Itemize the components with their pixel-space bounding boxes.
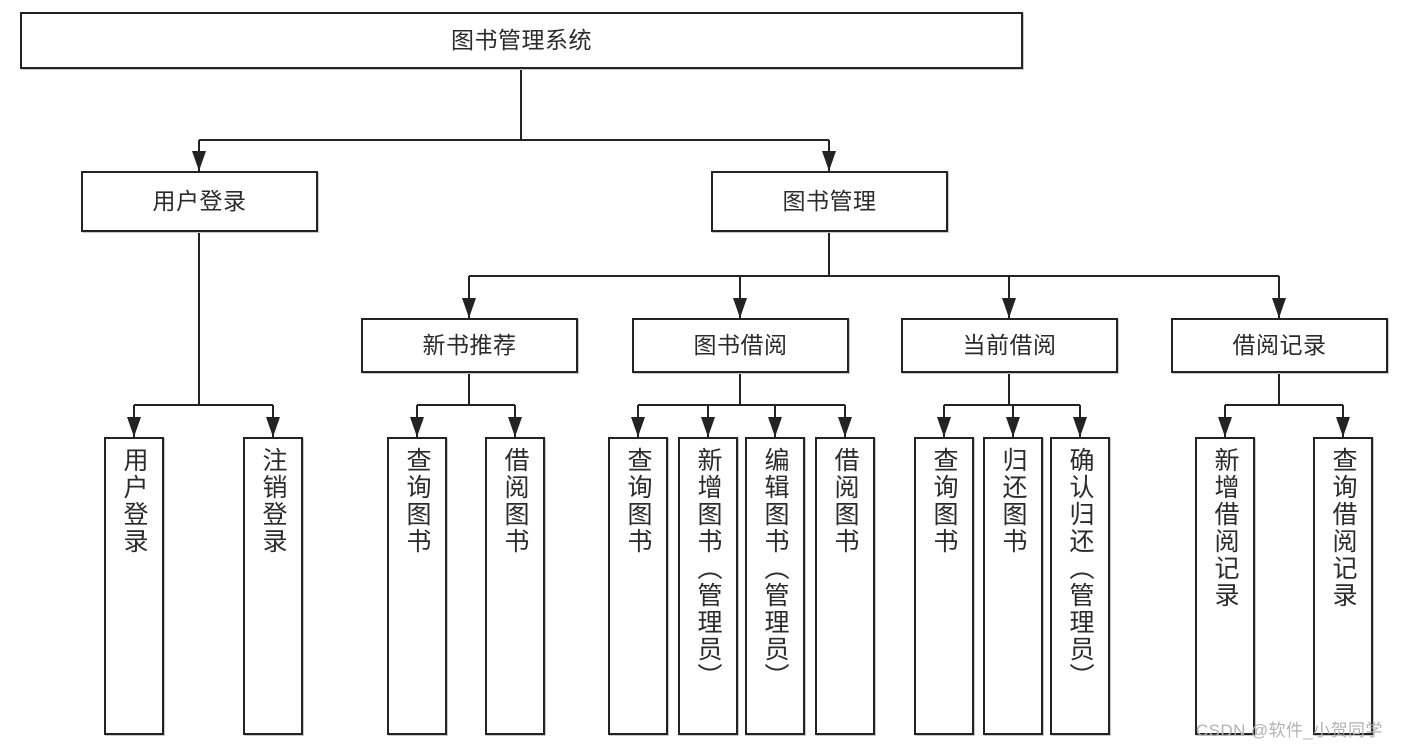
node-label: 当前借阅	[962, 331, 1057, 358]
node-borrow-records[interactable]: 借阅记录	[1171, 318, 1388, 373]
node-label: 注销登录	[259, 447, 287, 555]
arrowhead-bookborrow-to-leaves-3	[838, 417, 852, 437]
arrowhead-bookmgmt-to-level3-3	[1272, 298, 1286, 318]
node-leaf-user-login[interactable]: 用户登录	[104, 437, 164, 735]
arrowhead-userlogin-to-leaves-0	[127, 417, 141, 437]
node-label: 查询图书	[930, 447, 958, 555]
arrowhead-bookborrow-to-leaves-1	[701, 417, 715, 437]
node-label: 借阅图书	[831, 447, 859, 555]
arrowhead-currentborrow-to-leaves-1	[1006, 417, 1020, 437]
node-leaf-query-book-rec[interactable]: 查询图书	[387, 437, 447, 735]
node-label: 归还图书	[999, 447, 1027, 555]
node-leaf-query-book-current[interactable]: 查询图书	[914, 437, 974, 735]
node-leaf-borrow-book[interactable]: 借阅图书	[815, 437, 875, 735]
node-leaf-add-record[interactable]: 新增借阅记录	[1195, 437, 1255, 735]
arrowhead-currentborrow-to-leaves-0	[937, 417, 951, 437]
arrowhead-currentborrow-to-leaves-2	[1073, 417, 1087, 437]
arrowhead-bookborrow-to-leaves-2	[768, 417, 782, 437]
node-leaf-return-book[interactable]: 归还图书	[983, 437, 1043, 735]
node-current-borrow[interactable]: 当前借阅	[901, 318, 1118, 373]
node-book-management[interactable]: 图书管理	[711, 171, 948, 232]
arrowhead-newbook-to-leaves-1	[508, 417, 522, 437]
node-label: 图书管理	[782, 187, 877, 214]
node-label: 确认归还（管理员）	[1066, 447, 1094, 690]
arrowhead-bookmgmt-to-level3-1	[733, 298, 747, 318]
node-book-borrow[interactable]: 图书借阅	[632, 318, 849, 373]
node-root[interactable]: 图书管理系统	[20, 12, 1023, 69]
node-new-book-recommend[interactable]: 新书推荐	[361, 318, 578, 373]
node-label: 用户登录	[152, 187, 247, 214]
node-label: 用户登录	[120, 447, 148, 555]
arrowhead-bookmgmt-to-level3-2	[1002, 298, 1016, 318]
node-label: 编辑图书（管理员）	[761, 447, 789, 690]
node-leaf-confirm-return[interactable]: 确认归还（管理员）	[1050, 437, 1110, 735]
node-label: 查询图书	[624, 447, 652, 555]
node-leaf-add-book[interactable]: 新增图书（管理员）	[678, 437, 738, 735]
arrowhead-root-to-level2-0	[192, 151, 206, 171]
node-label: 借阅图书	[501, 447, 529, 555]
node-label: 新增借阅记录	[1211, 447, 1239, 609]
arrowhead-newbook-to-leaves-0	[410, 417, 424, 437]
arrowhead-root-to-level2-1	[822, 151, 836, 171]
arrowhead-records-to-leaves-1	[1336, 417, 1350, 437]
arrowhead-bookmgmt-to-level3-0	[462, 298, 476, 318]
node-leaf-logout[interactable]: 注销登录	[243, 437, 303, 735]
node-label: 图书管理系统	[451, 26, 592, 53]
arrowhead-bookborrow-to-leaves-0	[631, 417, 645, 437]
node-leaf-query-book-borrow[interactable]: 查询图书	[608, 437, 668, 735]
node-leaf-query-record[interactable]: 查询借阅记录	[1313, 437, 1373, 735]
node-user-login[interactable]: 用户登录	[81, 171, 318, 232]
node-label: 借阅记录	[1232, 331, 1327, 358]
node-label: 图书借阅	[693, 331, 788, 358]
node-label: 查询借阅记录	[1329, 447, 1357, 609]
node-label: 新书推荐	[422, 331, 517, 358]
node-leaf-edit-book[interactable]: 编辑图书（管理员）	[745, 437, 805, 735]
node-label: 新增图书（管理员）	[694, 447, 722, 690]
arrowhead-userlogin-to-leaves-1	[266, 417, 280, 437]
arrowhead-records-to-leaves-0	[1218, 417, 1232, 437]
node-label: 查询图书	[403, 447, 431, 555]
node-leaf-borrow-book-rec[interactable]: 借阅图书	[485, 437, 545, 735]
